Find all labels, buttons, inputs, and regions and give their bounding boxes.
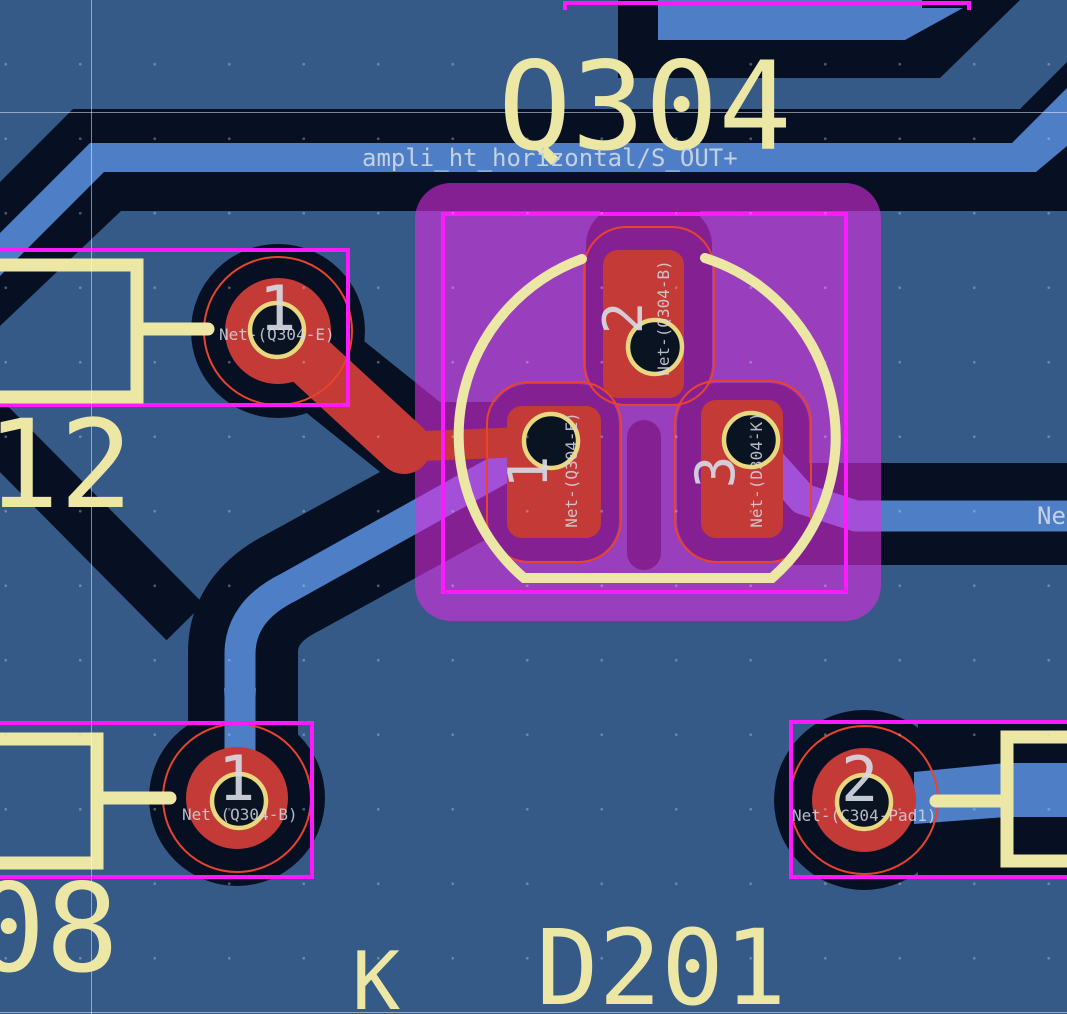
silkscreen-cathode-mark[interactable]: K bbox=[352, 935, 401, 1014]
silkscreen-bottom-left-component-body bbox=[0, 732, 104, 870]
courtyard-bottom-left-component bbox=[0, 721, 314, 879]
hole-bottom-right-pad bbox=[834, 772, 894, 832]
pad-number-left: 1 bbox=[259, 272, 297, 345]
courtyard-top-partial bbox=[563, 1, 971, 10]
pad-net-q304-2: Net-(Q304-B) bbox=[654, 260, 673, 376]
drill-holes bbox=[209, 300, 894, 832]
pad-net-bottom-left: Net-(Q304-B) bbox=[182, 805, 298, 824]
courtyard-q304 bbox=[441, 212, 848, 594]
silkscreen-text-08[interactable]: 08 bbox=[0, 858, 119, 1000]
pad-net-q304-1: Net-(Q304-E) bbox=[562, 412, 581, 528]
pad-number-q304-1: 1 bbox=[497, 455, 560, 489]
hole-q304-pad2 bbox=[625, 317, 685, 377]
hole-q304-pad3 bbox=[721, 410, 781, 470]
pad-number-bottom-right: 2 bbox=[841, 743, 879, 816]
clearance-left-diagonal bbox=[0, 401, 204, 641]
hole-left-pad bbox=[247, 300, 307, 360]
track-top-bend[interactable] bbox=[658, 8, 963, 40]
courtyard-layer bbox=[0, 1, 1067, 879]
solder-mask-region bbox=[415, 183, 881, 621]
net-label-track-right: Ne bbox=[1037, 502, 1066, 530]
pad-number-q304-3: 3 bbox=[684, 455, 747, 489]
diode-reference-d201[interactable]: D201 bbox=[536, 907, 787, 1014]
pad-net-bottom-right: Net-(C304-Pad1) bbox=[792, 806, 937, 825]
hole-bottom-left-pad bbox=[209, 771, 269, 831]
footprint-reference-q304[interactable]: Q304 bbox=[498, 36, 792, 178]
courtyard-left-component bbox=[0, 248, 350, 407]
silkscreen-layer bbox=[0, 253, 1067, 870]
pad-number-q304-2: 2 bbox=[592, 301, 655, 335]
silkscreen-text-12[interactable]: 12 bbox=[0, 394, 133, 536]
pad-net-q304-3: Net-(D304-K) bbox=[747, 412, 766, 528]
courtyard-bottom-right-component bbox=[789, 720, 1067, 879]
silkscreen-to92-outline bbox=[453, 253, 841, 583]
hole-q304-pad1 bbox=[521, 411, 581, 471]
net-label-track: ampli_ht_horizontal/S_OUT+ bbox=[362, 144, 738, 172]
pad-number-bottom-left: 1 bbox=[218, 742, 256, 815]
pad-net-left: Net-(Q304-E) bbox=[219, 325, 335, 344]
track-pad1-down[interactable] bbox=[224, 427, 559, 768]
